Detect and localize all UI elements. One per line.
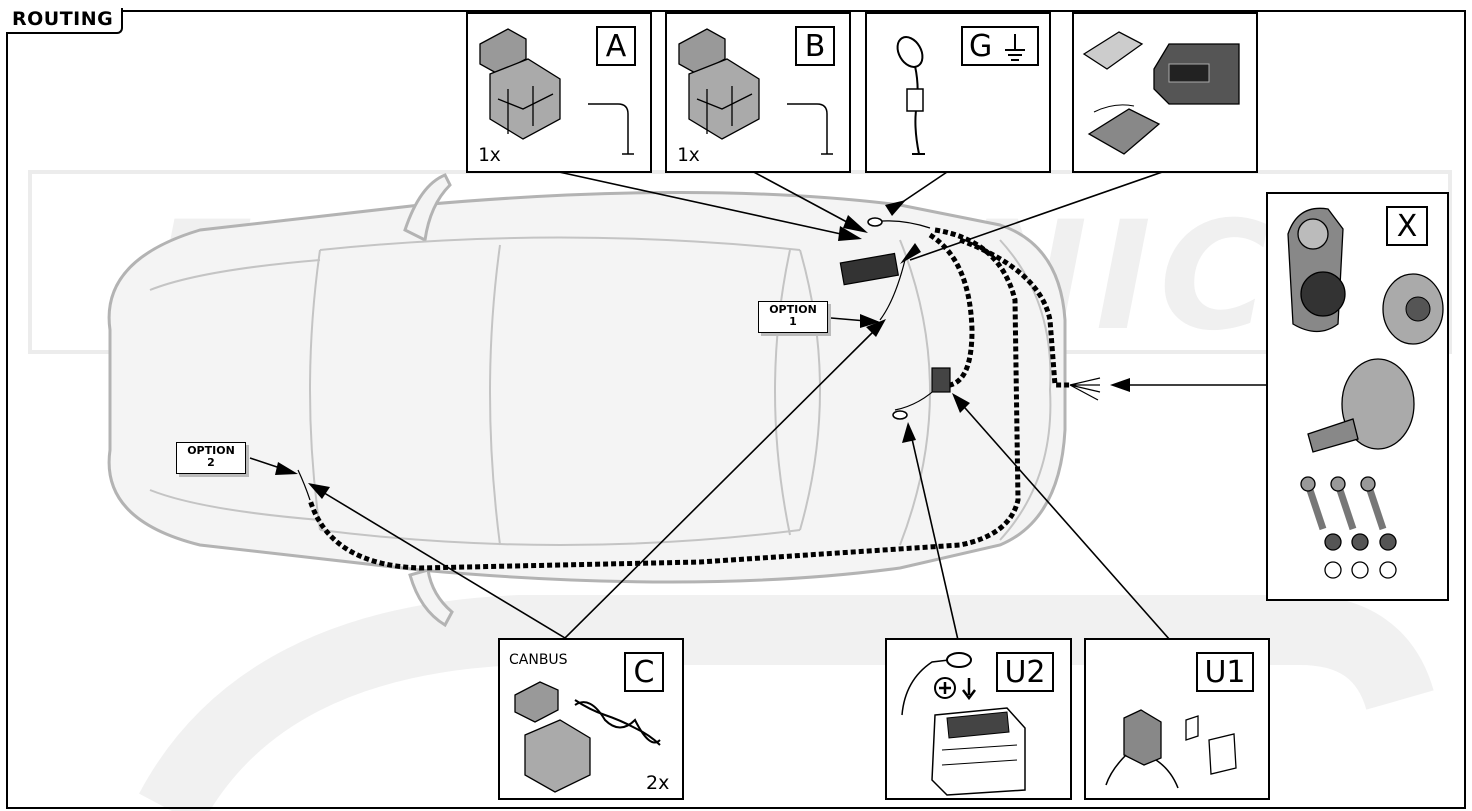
panel-g: G xyxy=(865,12,1051,173)
panel-u1: U1 xyxy=(1084,638,1270,800)
car-outline xyxy=(107,173,1067,628)
option-1-label: OPTION 1 xyxy=(758,301,828,333)
watermark-swoosh xyxy=(139,595,1434,811)
ground-cable-icon xyxy=(896,36,925,155)
panel-u2: U2 xyxy=(885,638,1072,800)
panel-x: X xyxy=(1266,192,1449,601)
battery-connection-icon xyxy=(901,652,1026,796)
connector-b-icon xyxy=(678,28,833,155)
panel-a-quantity: 1x xyxy=(478,144,501,166)
socket-kit-icon xyxy=(1287,207,1444,579)
option-1-line2: 1 xyxy=(789,315,797,328)
control-module-icon xyxy=(1082,31,1240,155)
leader-lines xyxy=(249,169,1270,641)
fuse-holder-icon xyxy=(1105,709,1237,789)
ground-symbol-icon xyxy=(1005,34,1025,61)
panel-a-letter: A xyxy=(596,26,636,66)
car-details xyxy=(149,236,1052,546)
panel-b: B 1x xyxy=(665,12,851,173)
panel-c-letter: C xyxy=(624,652,664,692)
canbus-connector-icon xyxy=(514,681,661,793)
page-title: ROUTING xyxy=(6,8,124,34)
ring-terminals xyxy=(867,217,908,420)
panel-g-letter: G xyxy=(961,26,1039,66)
option-2-line2: 2 xyxy=(207,456,215,469)
car-connector xyxy=(839,252,951,393)
panel-g-letter-text: G xyxy=(969,29,993,64)
panel-x-letter: X xyxy=(1386,206,1428,246)
panel-b-quantity: 1x xyxy=(677,144,700,166)
arrowheads xyxy=(275,200,1130,499)
panel-u2-letter: U2 xyxy=(996,652,1054,692)
option-2-label: OPTION 2 xyxy=(176,442,246,474)
connector-a-icon xyxy=(479,28,634,155)
panel-b-letter: B xyxy=(795,26,835,66)
wiring-harness xyxy=(307,227,1070,571)
diagram-frame: ROUTING xyxy=(6,8,1466,809)
panel-c-quantity: 2x xyxy=(646,772,670,794)
panel-u1-letter: U1 xyxy=(1196,652,1254,692)
option-1-line1: OPTION xyxy=(769,303,817,316)
canbus-label: CANBUS xyxy=(509,652,568,668)
panel-c: CANBUS C 2x xyxy=(498,638,684,800)
panel-a: A 1x xyxy=(466,12,652,173)
option-2-line1: OPTION xyxy=(187,444,235,457)
panel-module xyxy=(1072,12,1258,173)
